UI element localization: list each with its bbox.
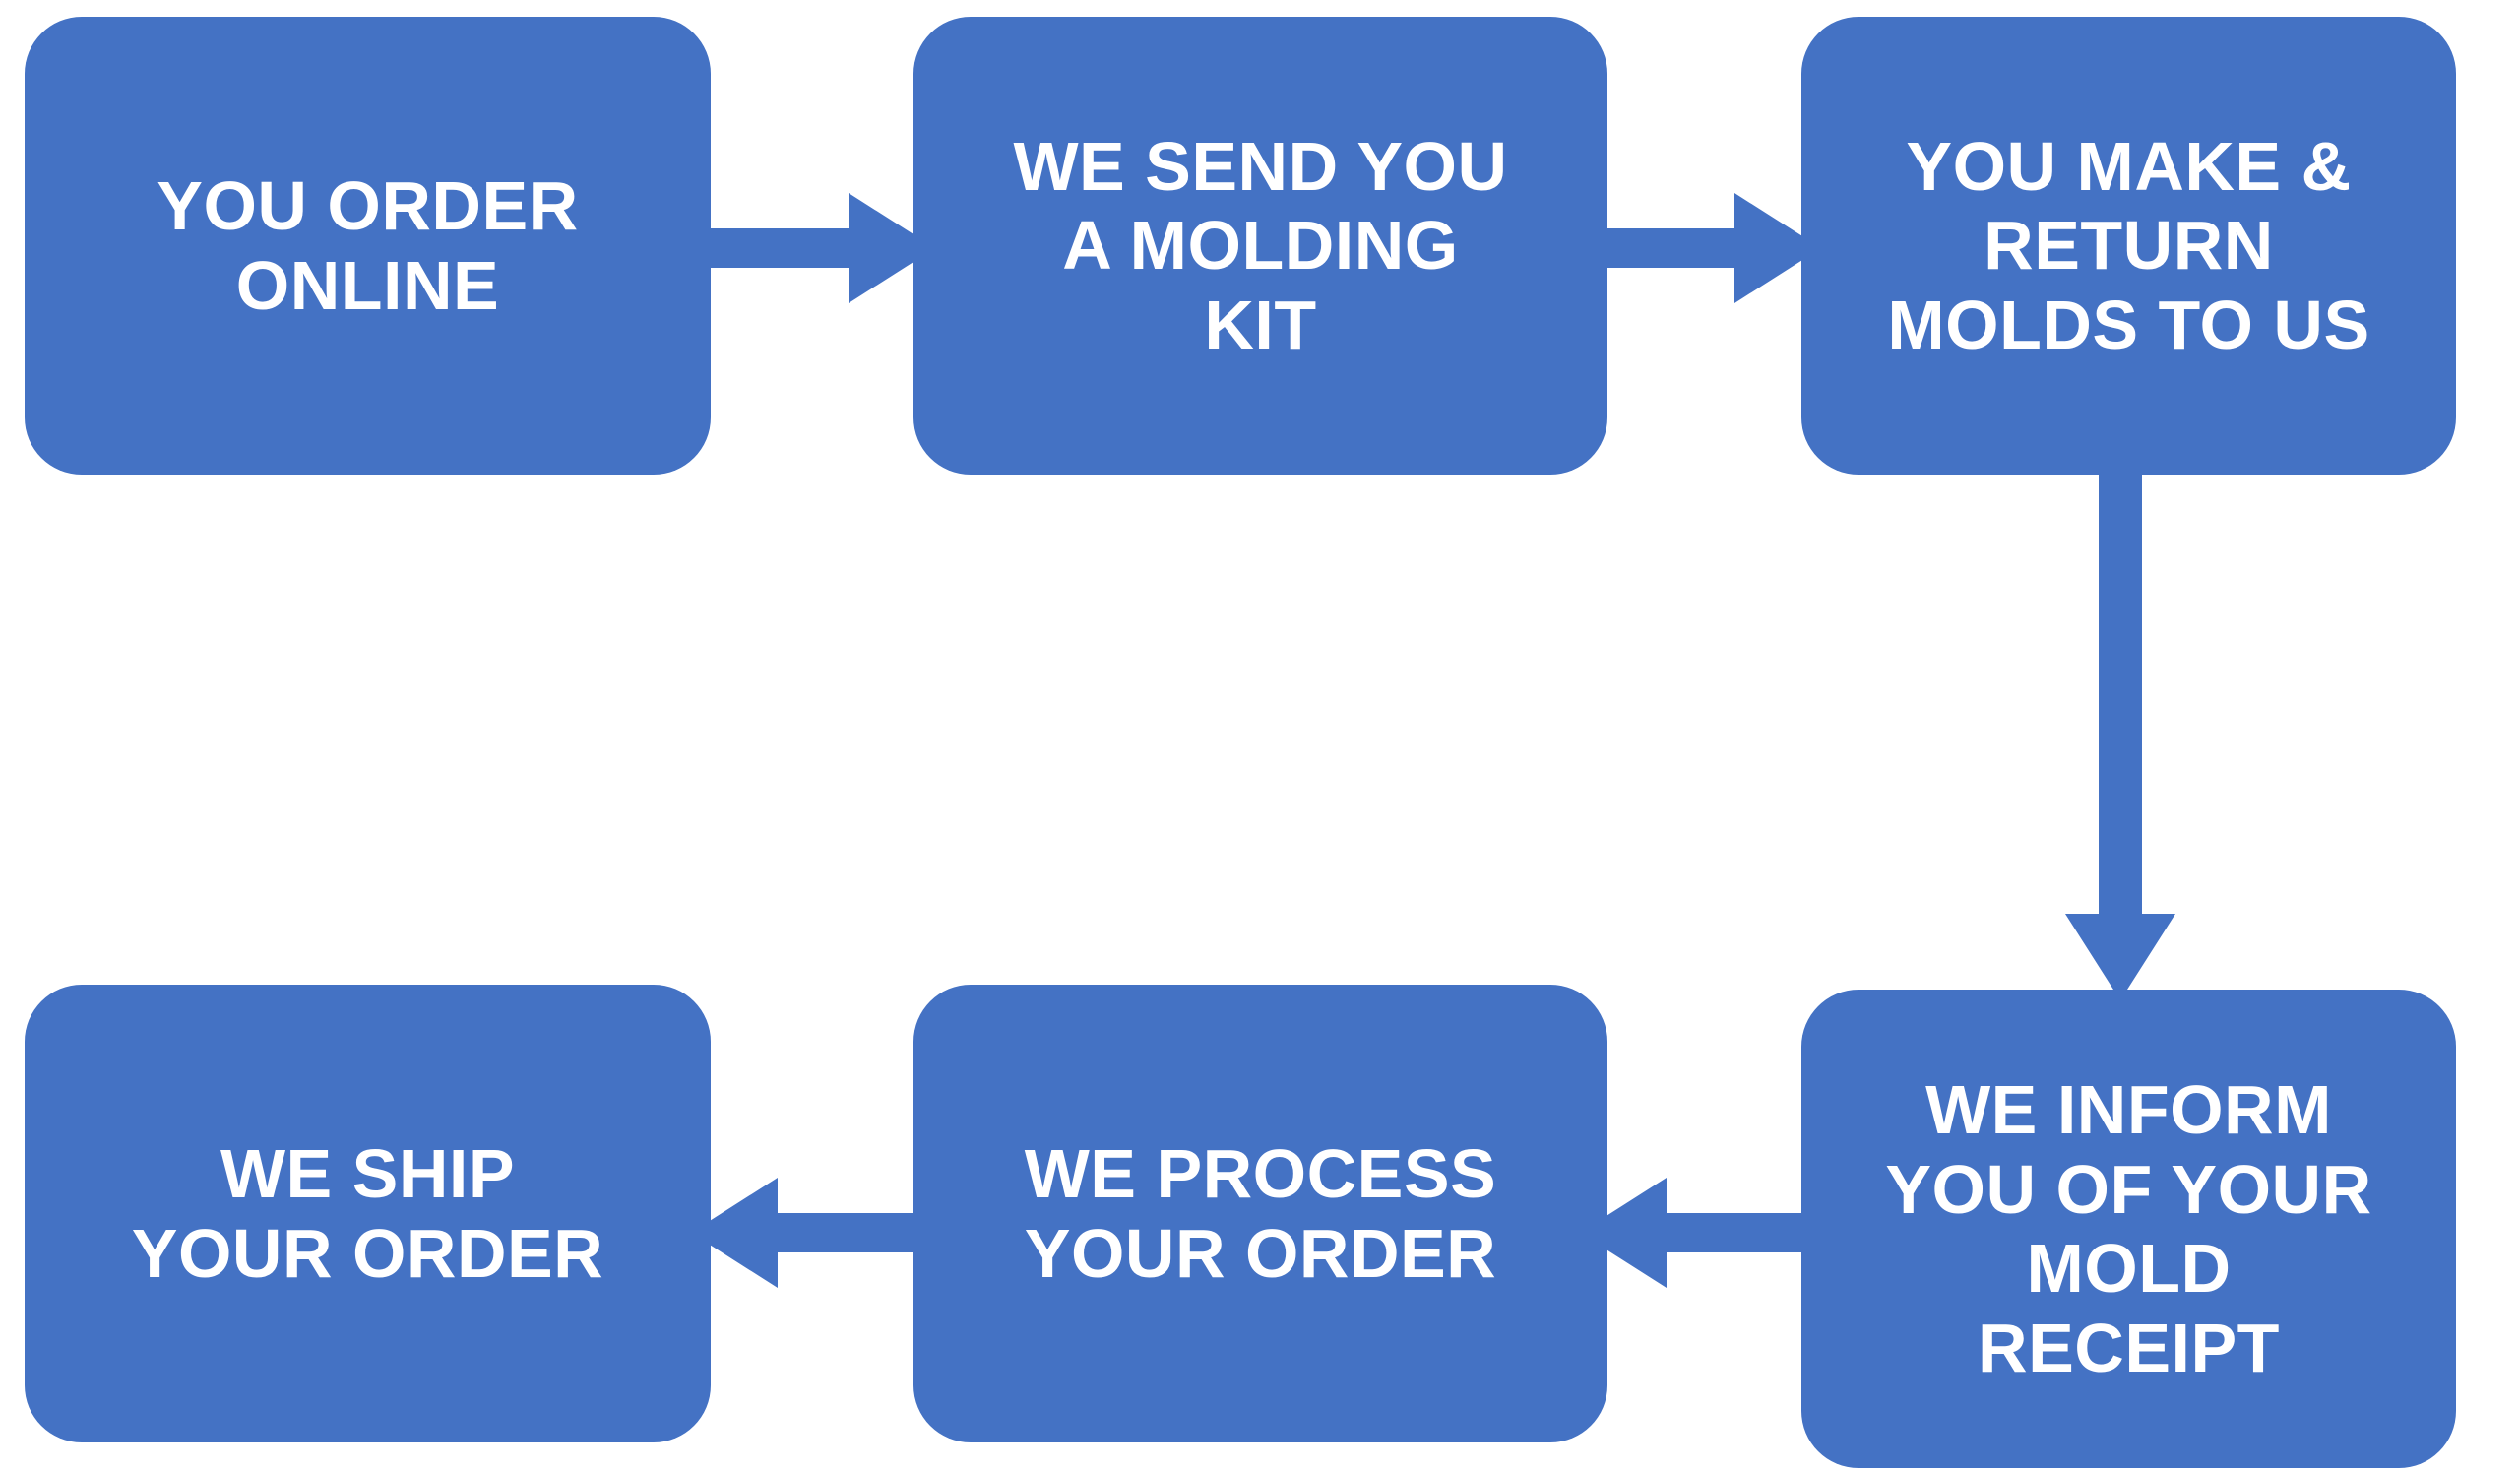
arrow-left-icon-process-to-ship — [691, 1178, 937, 1288]
flow-node-send-kit-label: WE SEND YOU A MOLDING KIT — [1013, 127, 1508, 363]
flow-node-process-order[interactable]: WE PROCESS YOUR ORDER — [914, 985, 1607, 1442]
flow-node-ship-order[interactable]: WE SHIP YOUR ORDER — [25, 985, 711, 1442]
arrow-right-icon-kit-to-molds — [1585, 193, 1821, 303]
flow-node-make-return-label: YOU MAKE & RETURN MOLDS TO US — [1887, 127, 2370, 363]
flow-node-inform-receipt-label: WE INFORM YOU OF YOUR MOLD RECEIPT — [1885, 1071, 2372, 1386]
flow-node-make-return[interactable]: YOU MAKE & RETURN MOLDS TO US — [1801, 17, 2456, 475]
flow-node-send-kit[interactable]: WE SEND YOU A MOLDING KIT — [914, 17, 1607, 475]
flow-node-process-order-label: WE PROCESS YOUR ORDER — [1024, 1135, 1497, 1292]
flow-node-order-online[interactable]: YOU ORDER ONLINE — [25, 17, 711, 475]
flow-node-order-online-label: YOU ORDER ONLINE — [157, 167, 579, 324]
arrow-left-icon-inform-to-process — [1580, 1178, 1826, 1288]
flow-node-inform-receipt[interactable]: WE INFORM YOU OF YOUR MOLD RECEIPT — [1801, 990, 2456, 1468]
arrow-right-icon-order-to-kit — [689, 193, 935, 303]
flow-node-ship-order-label: WE SHIP YOUR ORDER — [131, 1135, 604, 1292]
arrow-down-icon-molds-to-inform — [2065, 453, 2175, 1000]
